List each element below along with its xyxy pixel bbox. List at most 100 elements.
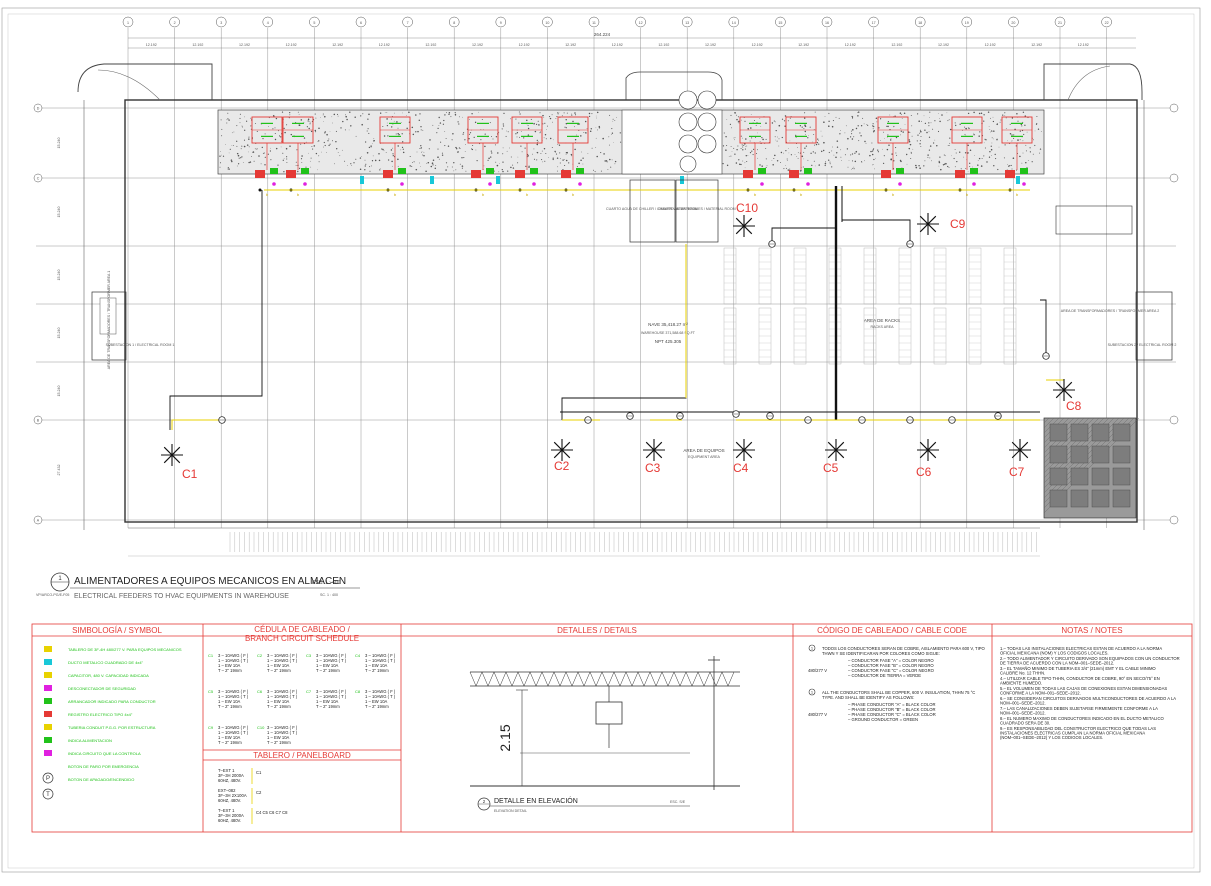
material-room: CUARTO DE MATERIALES / MATERIAL ROOM (658, 179, 736, 243)
legend-item: DESCONECTADOR DE SEGURIDAD (68, 686, 136, 691)
svg-text:SUBESTACION 1 / ELECTRICAL ROO: SUBESTACION 1 / ELECTRICAL ROOM 1 (106, 343, 175, 347)
grid-number: 9 (500, 21, 502, 25)
grid-number: 6 (360, 21, 362, 25)
panel-name: T–EXT 1 (218, 808, 235, 813)
panel-name: T–EXT 1 (218, 768, 235, 773)
detail-title: DETALLE EN ELEVACIÓN (494, 796, 578, 805)
svg-text:1 – EW 10A: 1 – EW 10A (267, 735, 290, 740)
stop-button-symbol (42, 772, 54, 784)
grid-bubble (821, 16, 833, 28)
hvac-unit-c4: C4 (733, 439, 755, 475)
grid-number: 15 (778, 21, 782, 25)
svg-text:▬▬▬: ▬▬▬ (389, 133, 401, 138)
legend-item: REGISTRO ELECTRICO TIPO 4x4" (68, 712, 133, 717)
drawing-title-block: 1 VP/ARCO-PG/E-F05 ALIMENTADORES A EQUIP… (36, 572, 360, 600)
svg-text:1 – 10AWG ( T ): 1 – 10AWG ( T ) (218, 730, 249, 735)
note-line: 8.– EL NUMERO MAXIMO DE CONDUCTORES INDI… (1000, 716, 1164, 721)
note-line: OFICIAL MEXICANA (NOM) Y LOS CODIGOS LOC… (1000, 651, 1109, 656)
svg-text:b: b (394, 192, 397, 197)
svg-text:C4: C4 (355, 653, 361, 658)
bay-dimension: 12.192 (1031, 43, 1042, 47)
cable-code-header: CÓDIGO DE CABLEADO / CABLE CODE (817, 626, 967, 635)
grid-number: 12 (639, 21, 643, 25)
bay-dimension: 12.192 (379, 43, 390, 47)
svg-text:▬▬▬: ▬▬▬ (795, 133, 807, 138)
note-line: INSTALACIONES ELECTRICAS CUMPLAN LA NORM… (1000, 731, 1145, 736)
bay-dimension: 12.192 (519, 43, 530, 47)
note-line: NOM–001–SEDE–2012. (1000, 701, 1046, 706)
note-line: 6.– SE CONSIDERAN CIRCUITOS DERIVADOS MU… (1000, 696, 1176, 701)
svg-text:3 – 10AWG ( F ): 3 – 10AWG ( F ) (218, 725, 249, 730)
grid-number: 21 (1058, 21, 1062, 25)
hvac-unit-label: C9 (950, 217, 966, 231)
hvac-unit-label: C3 (645, 461, 661, 475)
note-line: AMBIENTE HUMEDO. (1000, 681, 1042, 686)
hvac-unit-label: C2 (554, 459, 570, 473)
grid-number: 8 (453, 21, 455, 25)
bay-dimension: 12.192 (705, 43, 716, 47)
elevation-detail-drawing: 2.15 2 DETALLE EN ELEVACIÓN ELEVATION DE… (469, 656, 740, 813)
legend-item: INDICA ALIMENTACION (68, 738, 112, 743)
svg-text:T – 2" 19mm: T – 2" 19mm (365, 668, 389, 673)
bay-dimension: 12.192 (332, 43, 343, 47)
grid-bubble (588, 16, 600, 28)
svg-text:1 – EW 10A: 1 – EW 10A (267, 699, 290, 704)
panel-circuits: C2 (256, 790, 262, 795)
cable-code-voltage-en: 480/277 V (808, 712, 827, 717)
bay-dimension: 12.192 (938, 43, 949, 47)
panel-spec: 3F–3H 2X100A (218, 793, 247, 798)
hvac-unit-label: C4 (733, 461, 749, 475)
hvac-unit-c8: C8 (1053, 379, 1082, 413)
grid-bubble (1008, 16, 1019, 28)
legend-symbol (44, 711, 52, 717)
svg-text:3 – 10AWG ( F ): 3 – 10AWG ( F ) (365, 653, 396, 658)
svg-text:1 – 10AWG ( T ): 1 – 10AWG ( T ) (218, 658, 249, 663)
substation-2: SUBESTACION 2 / ELECTRICAL ROOM 2 (1108, 291, 1176, 361)
svg-text:1 – EW 10A: 1 – EW 10A (365, 699, 388, 704)
svg-text:RACKS AREA: RACKS AREA (871, 325, 895, 329)
hvac-unit-c2: C2 (551, 439, 573, 473)
panelboard-header: TABLERO / PANELBOARD (253, 751, 351, 760)
grid-number: 10 (545, 21, 549, 25)
legend-symbol (44, 659, 52, 665)
svg-text:1: 1 (811, 646, 814, 651)
svg-text:1 – 10AWG ( T ): 1 – 10AWG ( T ) (365, 658, 396, 663)
svg-text:1: 1 (811, 690, 814, 695)
note-line: CONFORME A LA NOM–001–SEDE–2012. (1000, 691, 1081, 696)
legend-symbol (44, 724, 52, 730)
notes-header: NOTAS / NOTES (1061, 626, 1122, 635)
note-line: 9.– ES RESPONSABILIDAD DEL CONSTRUCTOR E… (1000, 726, 1156, 731)
cable-code-row-en: – PHASE CONDUCTOR "C" = BLACK COLOR (848, 712, 936, 717)
bottom-panels-frame (31, 623, 1193, 833)
svg-text:▬▬▬: ▬▬▬ (749, 120, 761, 125)
svg-text:1 – 10AWG ( T ): 1 – 10AWG ( T ) (267, 658, 298, 663)
svg-text:C1: C1 (208, 653, 214, 658)
svg-text:1 – EW 10A: 1 – EW 10A (218, 663, 241, 668)
hvac-unit-c9: C9 (917, 213, 966, 235)
svg-text:AREA DE RACKS: AREA DE RACKS (864, 318, 900, 323)
svg-text:3 – 10AWG ( F ): 3 – 10AWG ( F ) (316, 653, 347, 658)
hvac-unit-label: C7 (1009, 465, 1025, 479)
panel-voltage: 60HZ, 480V. (218, 818, 241, 823)
detail-number: 2 (483, 799, 486, 804)
panel-circuits: C1 (256, 770, 262, 775)
svg-text:T – 2" 19mm: T – 2" 19mm (365, 704, 389, 709)
grid-letter-bubble (33, 515, 43, 525)
svg-text:C7: C7 (306, 689, 312, 694)
grid-number: 5 (313, 21, 315, 25)
cable-code-row: – CONDUCTOR DE TIERRA = VERDE (848, 673, 921, 678)
note-line: 7.– LAS CANALIZACIONES DEBEN SUJETARSE F… (1000, 706, 1158, 711)
svg-text:T: T (46, 792, 50, 798)
detail-dimension: 2.15 (497, 724, 513, 751)
svg-text:▬▬▬: ▬▬▬ (477, 133, 489, 138)
row-dimension: 15.240 (57, 386, 61, 397)
legend-header: SIMBOLOGÍA / SYMBOL (72, 626, 162, 635)
detail-title-en: ELEVATION DETAIL (494, 809, 527, 813)
grid-bubble (635, 16, 646, 28)
